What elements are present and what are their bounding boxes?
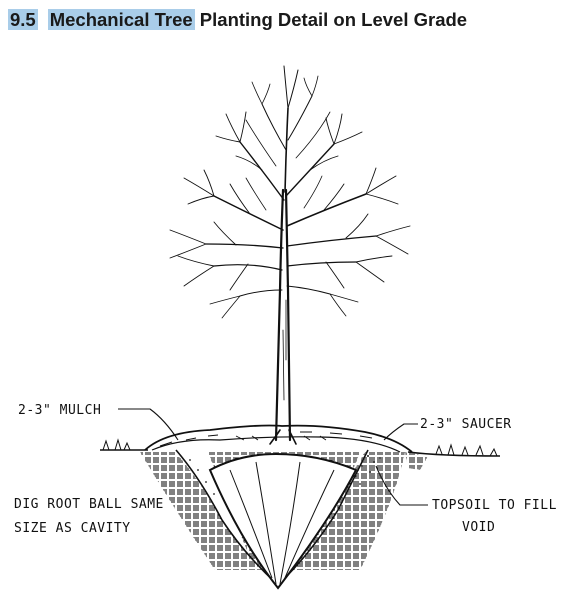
- annotation-leaders: [118, 408, 428, 506]
- figure-heading: 9.5 Mechanical Tree Planting Detail on Le…: [8, 8, 467, 32]
- tree-trunk: [269, 188, 297, 445]
- topsoil-label-line2: VOID: [462, 520, 495, 535]
- tree-branches: [169, 65, 411, 319]
- section-number: 9.5: [8, 9, 38, 30]
- ground-line: [100, 438, 501, 457]
- dig-root-ball-label-line2: SIZE AS CAVITY: [14, 521, 131, 536]
- saucer-label: 2-3" SAUCER: [420, 417, 512, 432]
- title-rest: Planting Detail on Level Grade: [199, 9, 468, 30]
- highlighted-title: Mechanical Tree: [47, 9, 195, 30]
- mulch-saucer-mound: [144, 424, 413, 453]
- topsoil-label-line1: TOPSOIL TO FILL: [432, 498, 557, 513]
- root-ball: [208, 452, 358, 590]
- dig-root-ball-label-line1: DIG ROOT BALL SAME: [14, 497, 164, 512]
- mulch-label: 2-3" MULCH: [18, 403, 101, 418]
